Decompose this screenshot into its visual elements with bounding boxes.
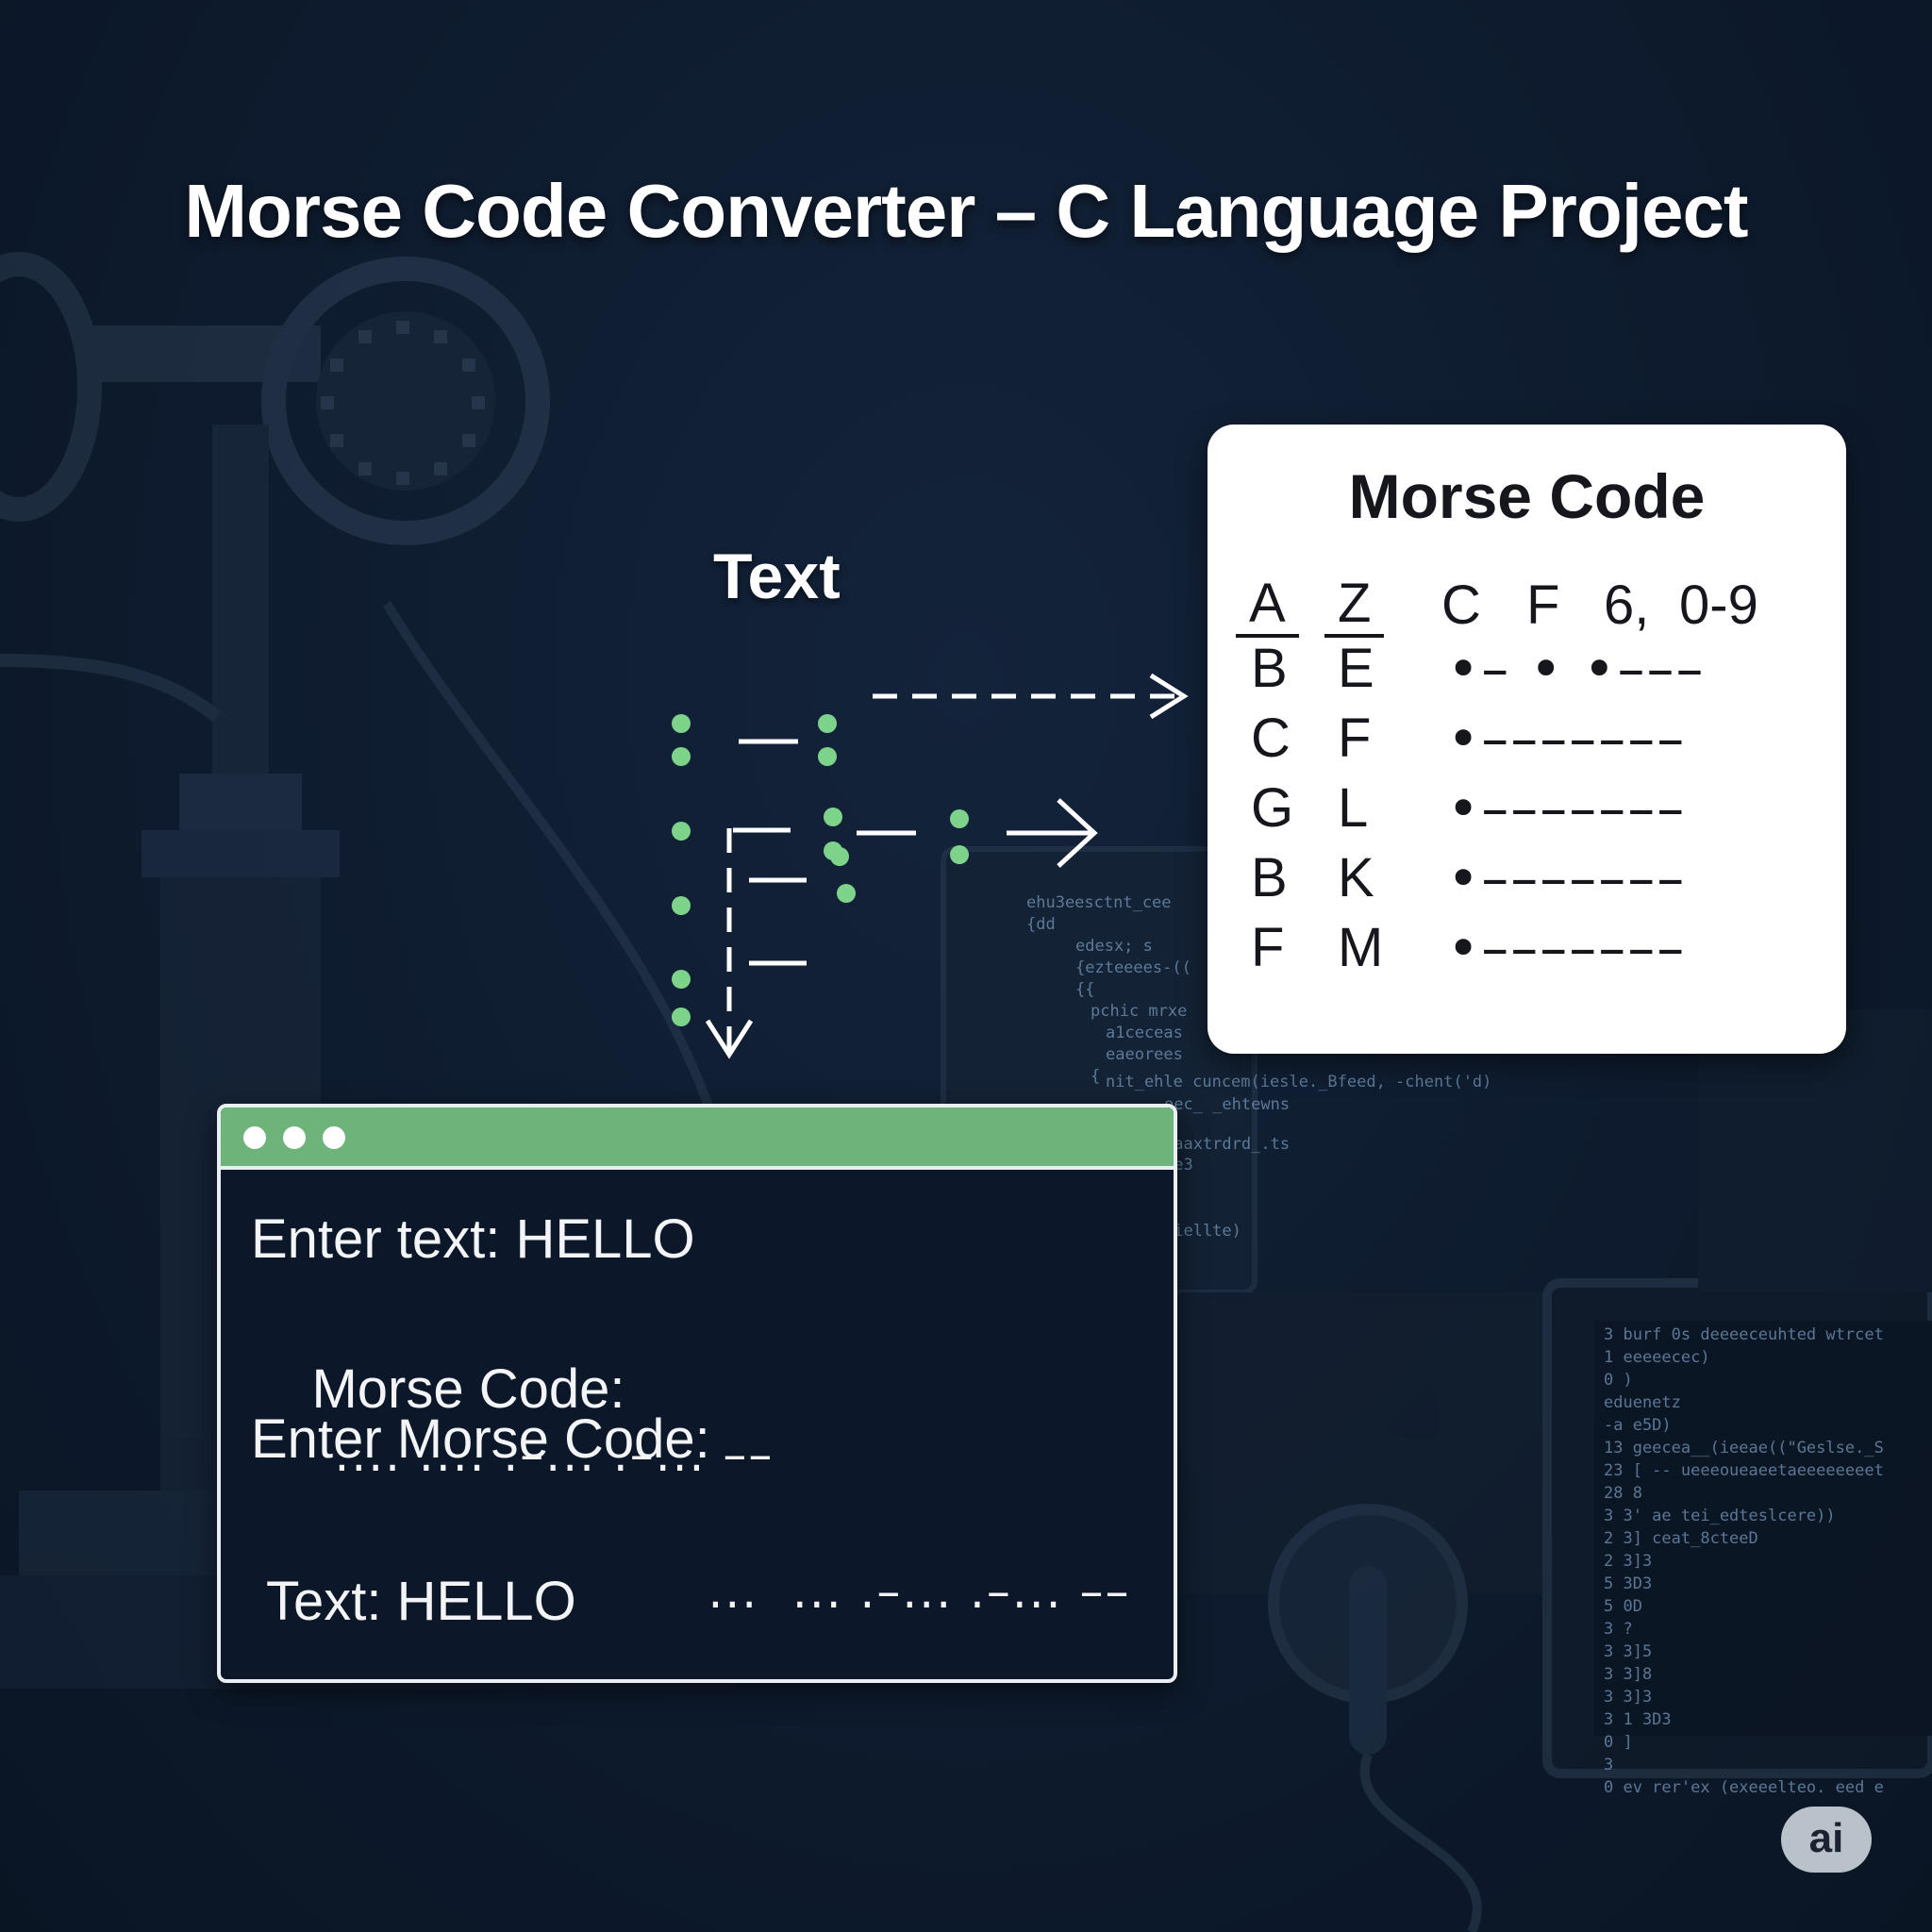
svg-text:eduenetz: eduenetz: [1604, 1393, 1681, 1412]
window-control-dot[interactable]: [243, 1126, 266, 1149]
svg-text:{dd: {dd: [1026, 915, 1056, 934]
computer-monitors-illustration: [941, 846, 1932, 1932]
morse-reference-card: Morse Code A Z C F 6, 0-9 B E •– • •––– …: [1208, 425, 1846, 1054]
window-control-dot[interactable]: [323, 1126, 345, 1149]
morse-white-dashes: [733, 739, 916, 966]
arrow-down-to-console: [705, 828, 754, 1059]
svg-text:5 3D3: 5 3D3: [1604, 1574, 1652, 1593]
row-morse-code: •–––––––: [1447, 707, 1687, 771]
reference-row: C F •–––––––: [1208, 704, 1846, 774]
console-window: Enter text: HELLO Morse Code: .... .... …: [217, 1104, 1177, 1683]
header-z: Z: [1324, 574, 1385, 638]
row-letter-1: G: [1251, 777, 1294, 839]
svg-text:13 geecea__(ieeae(("Geslse._S: 13 geecea__(ieeae(("Geslse._S: [1604, 1439, 1884, 1457]
row-letter-2: F: [1338, 708, 1372, 769]
console-title-bar: [221, 1108, 1174, 1170]
window-control-dot[interactable]: [283, 1126, 306, 1149]
ai-badge: ai: [1781, 1807, 1872, 1873]
row-morse-code: •–––––––: [1447, 776, 1687, 841]
svg-text:-a e5D): -a e5D): [1604, 1416, 1672, 1435]
svg-text:0 ]: 0 ]: [1604, 1733, 1633, 1752]
svg-text:1 eeeeecec): 1 eeeeecec): [1604, 1348, 1710, 1367]
row-letter-1: C: [1251, 708, 1291, 769]
console-line-enter-text: Enter text: HELLO: [251, 1208, 695, 1270]
reference-row: B E •– • •–––: [1208, 634, 1846, 704]
svg-text:2 3] ceat_8cteeD: 2 3] ceat_8cteeD: [1604, 1529, 1758, 1548]
reference-row: F M •–––––––: [1208, 913, 1846, 983]
row-letter-2: K: [1338, 847, 1374, 908]
svg-text:3 burf 0s deeeeceuhted wtrce: 3 burf 0s deeeeceuhted wtrcet: [1604, 1325, 1884, 1344]
svg-text:{{: {{: [1075, 980, 1094, 999]
svg-text:3 3' ae tei_edteslcere)): 3 3' ae tei_edteslcere)): [1604, 1507, 1836, 1525]
svg-text:eec_ _ehtewns: eec_ _ehtewns: [1164, 1095, 1290, 1114]
svg-text:3 3]3: 3 3]3: [1604, 1688, 1652, 1707]
svg-text:0 ): 0 ): [1604, 1371, 1633, 1390]
svg-text:ehu3eesctnt_cee: ehu3eesctnt_cee: [1026, 893, 1172, 912]
text-label: Text: [713, 541, 841, 612]
row-morse-code: •– • •–––: [1447, 637, 1706, 701]
svg-text:3 1 3D3: 3 1 3D3: [1604, 1710, 1672, 1729]
svg-text:{ezteeees-((: {ezteeees-((: [1075, 958, 1191, 977]
morse-green-dots: [672, 714, 969, 1026]
svg-text:raaxtrdrd_.ts: raaxtrdrd_.ts: [1164, 1135, 1290, 1154]
header-a: A: [1236, 574, 1299, 638]
svg-text:nit_ehle cuncem(iesle._Bfeed,: nit_ehle cuncem(iesle._Bfeed, -chent('d): [1106, 1073, 1491, 1091]
reference-row: G L •–––––––: [1208, 774, 1846, 843]
header-0-9: 0-9: [1679, 575, 1758, 636]
svg-text:3 3]5: 3 3]5: [1604, 1642, 1652, 1661]
row-letter-1: F: [1251, 917, 1285, 978]
row-morse-code: •–––––––: [1447, 916, 1687, 980]
arrow-right-small: [1007, 798, 1098, 868]
svg-text:a1ceceas: a1ceceas: [1106, 1024, 1183, 1042]
morse-output-label: Morse Code:: [311, 1358, 625, 1420]
header-6: 6,: [1604, 575, 1650, 636]
row-morse-code: •–––––––: [1447, 846, 1687, 910]
console-line-morse-output: Morse Code: .... .... .–... .–... ––: [251, 1294, 774, 1547]
svg-text:pchic mrxe: pchic mrxe: [1091, 1002, 1187, 1021]
svg-text:3: 3: [1604, 1756, 1613, 1774]
console-line-morse-input: ... ... .–... .–... ––: [647, 1494, 1131, 1679]
row-letter-2: M: [1338, 917, 1384, 978]
svg-text:edesx; s: edesx; s: [1075, 937, 1153, 956]
console-line-text-output: Text: HELLO: [266, 1571, 576, 1632]
svg-text:2 3]3: 2 3]3: [1604, 1552, 1652, 1571]
morse-output-code: .... .... .–... .–... ––: [334, 1427, 774, 1482]
reference-card-title: Morse Code: [1348, 461, 1706, 531]
morse-input-code: ... ... .–... .–... ––: [708, 1564, 1131, 1619]
page-title: Morse Code Converter – C Language Projec…: [184, 169, 1748, 253]
header-c: C: [1441, 575, 1481, 636]
svg-text:23 [ -- ueeeoueaeetaeeeeeee: 23 [ -- ueeeoueaeetaeeeeeeeet: [1604, 1461, 1884, 1480]
row-letter-2: L: [1338, 777, 1369, 839]
row-letter-2: E: [1338, 638, 1374, 699]
svg-text:28 8: 28 8: [1604, 1484, 1642, 1503]
arrow-to-reference: [873, 673, 1189, 720]
svg-text:0 ev rer'ex (exeeelteo. eed: 0 ev rer'ex (exeeelteo. eed e: [1604, 1778, 1884, 1797]
svg-text:{: {: [1091, 1067, 1100, 1086]
svg-text:eaeorees: eaeorees: [1106, 1045, 1183, 1064]
row-letter-1: B: [1251, 847, 1288, 908]
svg-text:3 ?: 3 ?: [1604, 1620, 1633, 1639]
console-line-enter-morse: Enter Morse Code:: [251, 1408, 710, 1470]
svg-text:5 0D: 5 0D: [1604, 1597, 1642, 1616]
reference-row: B K •–––––––: [1208, 843, 1846, 913]
svg-text:3 3]8: 3 3]8: [1604, 1665, 1652, 1684]
svg-text:wiellte): wiellte): [1164, 1222, 1241, 1241]
row-letter-1: B: [1251, 638, 1288, 699]
header-f: F: [1526, 575, 1560, 636]
code-snippets-decoration: ehu3eesctnt_cee {dd edesx; s {ezteeees-(…: [1026, 893, 1884, 1797]
